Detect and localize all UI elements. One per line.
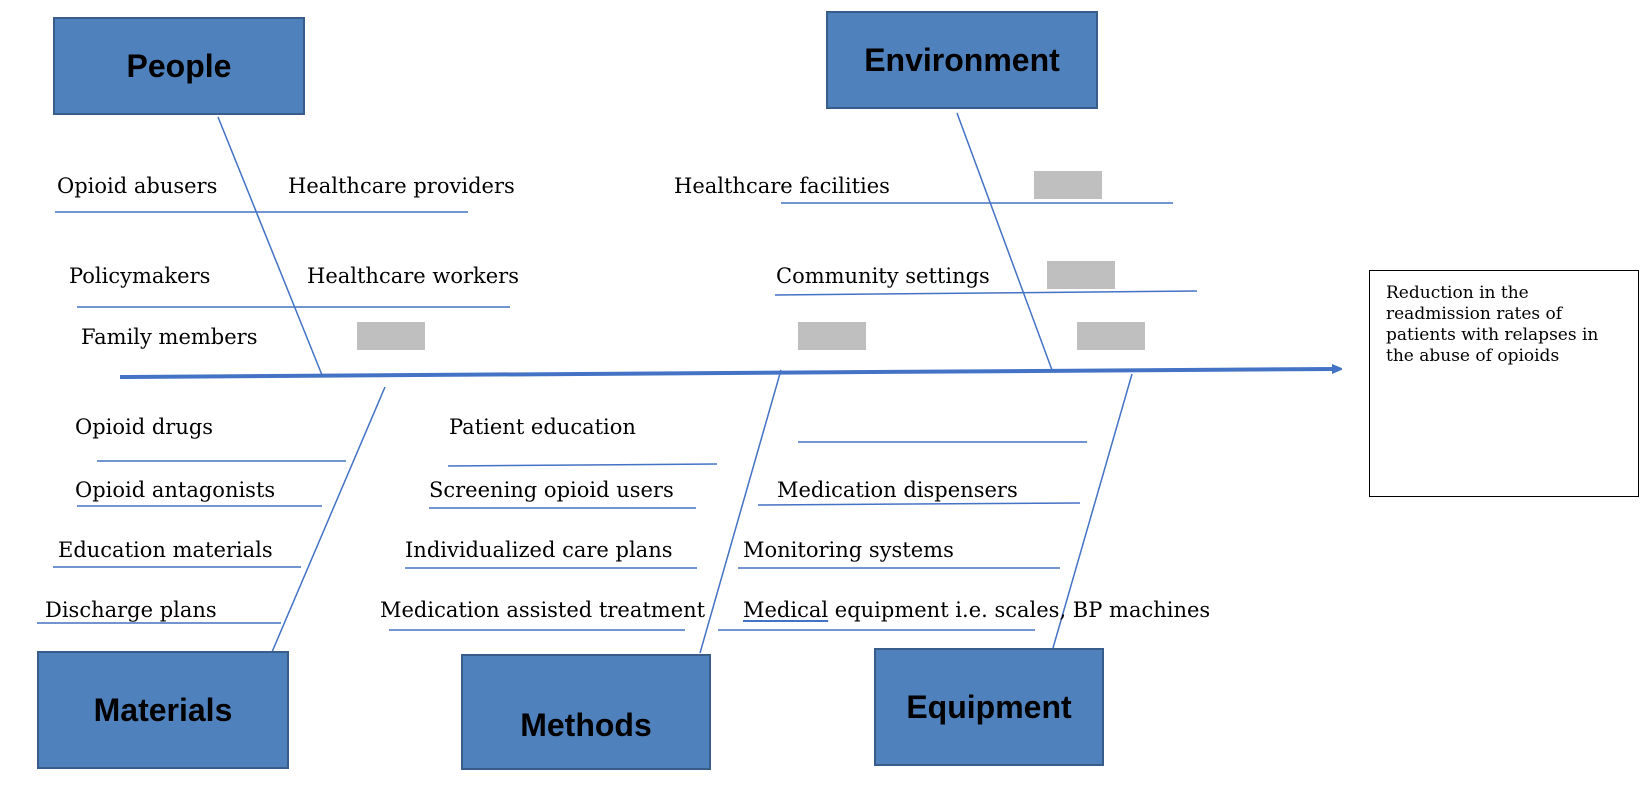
cause-patient-education: Patient education <box>449 415 636 439</box>
bone-environment <box>956 112 1053 371</box>
cause-medication-assisted-treatment: Medication assisted treatment <box>380 598 706 622</box>
medical-equipment-rest: equipment i.e. scales, BP machines <box>828 598 1211 622</box>
category-environment: Environment <box>826 11 1098 109</box>
cause-community-settings: Community settings <box>776 264 990 288</box>
category-equipment: Equipment <box>874 648 1104 766</box>
cause-healthcare-facilities: Healthcare facilities <box>674 174 890 198</box>
placeholder-box <box>1047 261 1115 289</box>
cause-opioid-antagonists: Opioid antagonists <box>75 478 276 502</box>
bone-people <box>217 116 323 376</box>
placeholder-box <box>357 322 425 350</box>
effect-box: Reduction in the readmission rates of pa… <box>1369 270 1639 497</box>
branch-line <box>774 290 1198 296</box>
bone-materials <box>271 386 386 653</box>
bone-equipment <box>1052 373 1133 649</box>
cause-healthcare-providers: Healthcare providers <box>288 174 515 198</box>
category-materials: Materials <box>37 651 289 769</box>
cause-discharge-plans: Discharge plans <box>45 598 217 622</box>
cause-healthcare-workers: Healthcare workers <box>307 264 519 288</box>
placeholder-box <box>1034 171 1102 199</box>
branch-line <box>447 463 718 467</box>
cause-policymakers: Policymakers <box>69 264 211 288</box>
medical-word: Medical <box>743 598 829 622</box>
placeholder-box <box>798 322 866 350</box>
bone-methods <box>699 369 782 654</box>
category-methods: Methods <box>461 654 711 770</box>
placeholder-box <box>1077 322 1145 350</box>
cause-monitoring-systems: Monitoring systems <box>743 538 954 562</box>
cause-opioid-drugs: Opioid drugs <box>75 415 214 439</box>
spine-arrow <box>119 369 1334 379</box>
cause-education-materials: Education materials <box>58 538 273 562</box>
cause-medical-equipment: Medical equipment i.e. scales, BP machin… <box>743 598 1210 622</box>
cause-individualized-care-plans: Individualized care plans <box>405 538 673 562</box>
branch-line <box>757 502 1081 506</box>
cause-family-members: Family members <box>81 325 258 349</box>
cause-medication-dispensers: Medication dispensers <box>777 478 1018 502</box>
cause-opioid-abusers: Opioid abusers <box>57 174 218 198</box>
cause-screening-opioid-users: Screening opioid users <box>429 478 674 502</box>
category-people: People <box>53 17 305 115</box>
